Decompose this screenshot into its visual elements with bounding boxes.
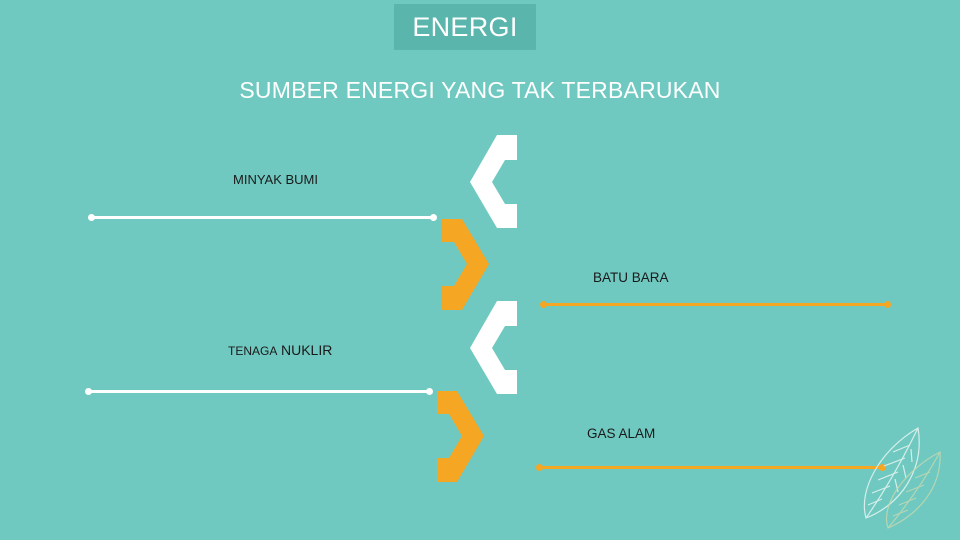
item-label-minyak-bumi: MINYAK BUMI [233, 172, 318, 187]
connector-line-batu-bara [543, 303, 888, 306]
connector-end-dot [426, 388, 433, 395]
connector-end-dot [430, 214, 437, 221]
slide-subtitle: SUMBER ENERGI YANG TAK TERBARUKAN [239, 77, 721, 103]
chevron-right-orange-1 [442, 219, 489, 310]
connector-line-gas-alam [539, 466, 883, 469]
item-label-batu-bara: BATU BARA [593, 270, 669, 285]
connector-start-dot [88, 214, 95, 221]
chevron-right-orange-2 [437, 391, 484, 482]
connector-start-dot [540, 301, 547, 308]
connector-start-dot [85, 388, 92, 395]
connector-line-minyak-bumi [91, 216, 434, 219]
chevron-left-white-2 [470, 301, 517, 394]
item-label-tenaga-nuklir: TENAGA NUKLIR [228, 342, 332, 358]
connector-start-dot [536, 464, 543, 471]
item-label-prefix: TENAGA [228, 344, 278, 358]
chevron-left-white-1 [470, 135, 517, 228]
connector-end-dot [879, 464, 886, 471]
connector-line-tenaga-nuklir [88, 390, 430, 393]
item-label-main: NUKLIR [280, 342, 333, 358]
connector-end-dot [884, 301, 891, 308]
item-label-gas-alam: GAS ALAM [587, 426, 656, 441]
title-box: ENERGI [394, 4, 536, 50]
slide-title: ENERGI [412, 11, 518, 42]
